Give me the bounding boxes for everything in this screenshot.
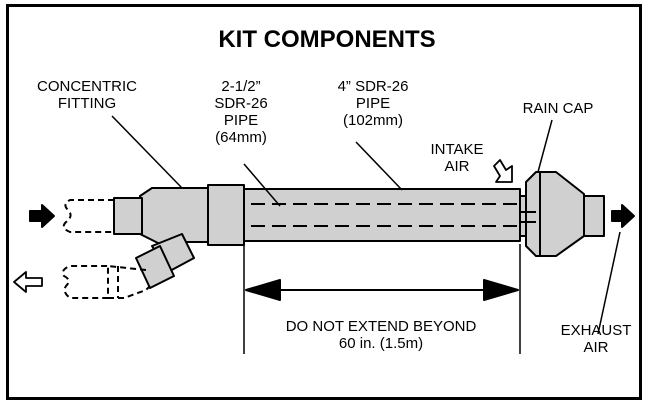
dimension-arrow (245, 279, 519, 301)
label-small-pipe: 2-1/2” SDR-26 PIPE (64mm) (214, 78, 268, 146)
large-pipe (243, 188, 521, 242)
intake-outlet-arrow-icon (13, 271, 43, 293)
pipe-coupling (207, 184, 245, 246)
label-rain-cap: RAIN CAP (522, 100, 594, 117)
dimension-extension-lines (243, 244, 521, 354)
label-dimension: DO NOT EXTEND BEYOND 60 in. (1.5m) (285, 318, 477, 352)
concentric-fitting (139, 187, 209, 249)
label-exhaust-air: EXHAUST AIR (560, 322, 632, 356)
dashed-intake-connection (61, 265, 147, 299)
intake-air-arrow-icon (493, 159, 513, 183)
label-intake-air: INTAKE AIR (430, 141, 484, 175)
rain-cap (519, 171, 605, 257)
label-concentric-fitting: CONCENTRIC FITTING (37, 78, 137, 112)
diagram-title: KIT COMPONENTS (218, 26, 436, 53)
label-large-pipe: 4” SDR-26 PIPE (102mm) (337, 78, 409, 129)
fitting-branch (135, 233, 195, 289)
dashed-intake-outline (108, 285, 151, 299)
dashed-exhaust-connection (62, 199, 114, 233)
leader-lines (111, 115, 621, 335)
exhaust-inlet-arrow-icon (29, 204, 55, 228)
fitting-left-stub (113, 197, 143, 235)
exhaust-air-arrow-icon (611, 204, 635, 228)
